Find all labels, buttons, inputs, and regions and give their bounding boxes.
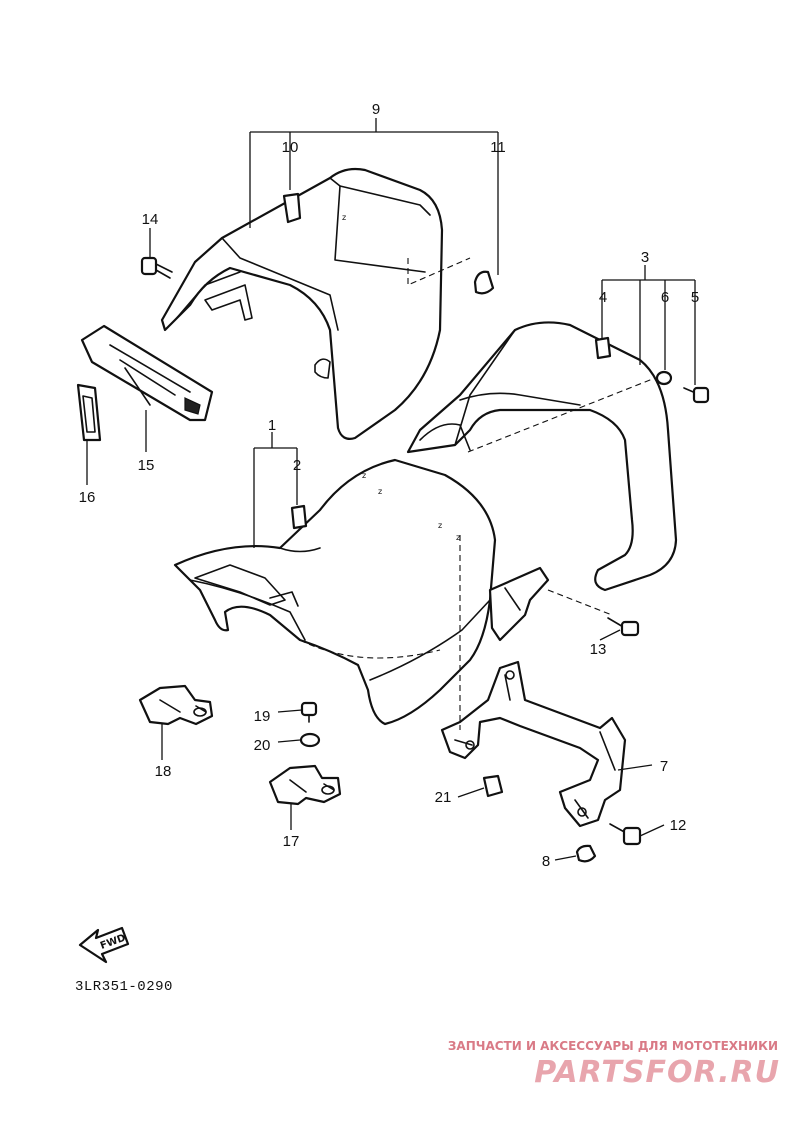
rear-seat-part-9[interactable]: z [160, 167, 444, 440]
watermark-tagline: ЗАПЧАСТИ И АКСЕССУАРЫ ДЛЯ МОТОТЕХНИКИ [448, 1039, 778, 1053]
lock-part-17[interactable] [268, 764, 342, 806]
callout-13: 13 [590, 641, 607, 658]
callout-7: 7 [660, 758, 668, 775]
callout-labels: 9 10 11 14 3 4 6 5 1 2 15 16 13 19 20 18… [79, 101, 700, 870]
callout-2: 2 [293, 457, 301, 474]
strap-part-16[interactable] [76, 383, 102, 442]
grommet-part-8[interactable] [575, 844, 597, 863]
lock-bracket-part-7[interactable] [440, 660, 627, 828]
callout-9: 9 [372, 101, 380, 118]
bolt-part-19[interactable] [300, 701, 318, 723]
callout-16: 16 [79, 489, 96, 506]
clip-part-21[interactable] [482, 774, 504, 798]
callout-20: 20 [254, 737, 271, 754]
callout-12: 12 [670, 817, 687, 834]
svg-text:z: z [456, 533, 460, 542]
bolt-part-14[interactable] [140, 256, 173, 279]
callout-10: 10 [282, 139, 299, 156]
diagram-code: 3LR351-0290 [75, 979, 173, 995]
bolt-part-13[interactable] [607, 617, 640, 637]
seat-hook-bracket[interactable] [488, 566, 550, 642]
grommet-part-11[interactable] [473, 270, 495, 295]
svg-text:z: z [438, 521, 442, 530]
callout-6: 6 [661, 289, 669, 306]
svg-text:z: z [362, 471, 366, 480]
rear-seat-dashed-guide [407, 257, 471, 286]
bracket-plate-part-15[interactable] [80, 324, 214, 422]
callout-3: 3 [641, 249, 649, 266]
front-seat-part-1[interactable]: z z z z [173, 458, 497, 726]
watermark: ЗАПЧАСТИ И АКСЕССУАРЫ ДЛЯ МОТОТЕХНИКИ PA… [448, 1039, 780, 1090]
bolt-part-5[interactable] [683, 386, 710, 404]
callout-4: 4 [599, 289, 607, 306]
callout-1: 1 [268, 417, 276, 434]
lock-part-18[interactable] [138, 684, 214, 726]
nut-part-20[interactable] [299, 732, 321, 748]
bolt-part-12[interactable] [609, 823, 642, 846]
callout-5: 5 [691, 289, 699, 306]
fwd-arrow-icon: FWD [78, 926, 130, 964]
callout-18: 18 [155, 763, 172, 780]
cowl-dashed-guide [467, 377, 656, 453]
callout-15: 15 [138, 457, 155, 474]
callout-19: 19 [254, 708, 271, 725]
leader-lines [86, 118, 696, 861]
svg-text:z: z [378, 487, 382, 496]
svg-text:z: z [342, 213, 346, 222]
washer-part-6[interactable] [655, 370, 673, 386]
rear-cowl-part-3[interactable] [406, 321, 678, 592]
hook-dashed-guide [547, 589, 613, 616]
callout-14: 14 [142, 211, 159, 228]
callout-8: 8 [542, 853, 550, 870]
watermark-logo: PARTSFOR.RU [534, 1055, 780, 1090]
callout-11: 11 [490, 139, 506, 156]
callout-17: 17 [283, 833, 300, 850]
callout-21: 21 [435, 789, 452, 806]
